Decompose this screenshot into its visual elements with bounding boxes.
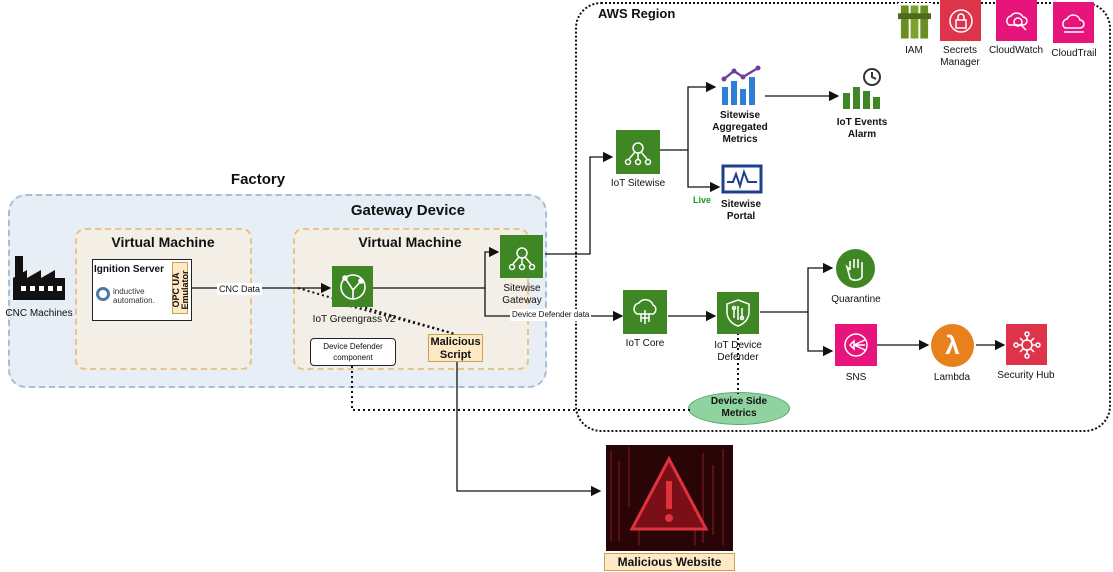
iot-events-alarm-icon (843, 68, 881, 109)
edge-sitewise-portal (687, 150, 721, 193)
malicious-script-box: Malicious Script (428, 334, 483, 362)
aggregated-metrics-icon (721, 65, 761, 105)
iot-sitewise-label: IoT Sitewise (610, 178, 666, 189)
aws-region-frame (575, 2, 1111, 432)
opc-ua-emulator-box: OPC UA Emulator (171, 262, 190, 314)
sns-icon (835, 324, 877, 366)
cloudtrail-icon (1053, 2, 1094, 43)
device-defender-component-label: Device Defender component (323, 342, 383, 362)
device-defender-component-box (310, 338, 396, 366)
lambda-icon: λ (931, 324, 974, 367)
edge-defender-sns (807, 312, 834, 357)
edge-dotted-greengrass-script (349, 305, 456, 335)
iot-core-icon (623, 290, 667, 334)
iot-sitewise-icon (616, 130, 660, 174)
security-hub-icon (1006, 324, 1047, 365)
aws-region-title: AWS Region (598, 6, 676, 21)
aggregated-metrics-label: Sitewise Aggregated Metrics (712, 110, 768, 145)
iam-label: IAM (905, 45, 923, 56)
quarantine-label: Quarantine (831, 294, 881, 305)
edge-sitewise-aggregated (660, 81, 717, 151)
sns-label: SNS (845, 372, 867, 383)
malicious-website-image (606, 445, 733, 551)
vm-title-2: Virtual Machine (358, 234, 462, 250)
iot-core-label: IoT Core (625, 338, 665, 349)
greengrass-label: IoT Greengrass v2 (312, 314, 396, 325)
malicious-website-label-box: Malicious Website (604, 553, 735, 571)
edge-defender-quarantine (760, 262, 834, 313)
iot-events-alarm-label: IoT Events Alarm (836, 117, 888, 140)
cloudtrail-label: CloudTrail (1051, 48, 1097, 59)
sitewise-gateway-icon (500, 235, 543, 278)
edge-greengrass-sitewise-gateway (373, 246, 500, 289)
security-hub-label: Security Hub (997, 370, 1055, 381)
iot-device-defender-label: IoT Device Defender (714, 340, 762, 363)
edge-dotted-component-metrics (351, 366, 690, 411)
live-label: Live (693, 195, 712, 205)
sitewise-portal-label: Sitewise Portal (720, 199, 762, 222)
inductive-logo-icon (96, 287, 110, 301)
factory-title: Factory (230, 171, 286, 188)
ignition-server-label: Ignition Server (94, 264, 165, 275)
sitewise-portal-icon (721, 164, 763, 194)
device-defender-data-label: Device Defender data (510, 309, 592, 321)
cloudwatch-icon (996, 0, 1037, 41)
quarantine-hand-icon (836, 249, 875, 288)
edge-dotted-cnc-script (297, 287, 456, 335)
secrets-manager-icon (940, 0, 981, 41)
malicious-script-label: Malicious Script (430, 336, 481, 361)
sitewise-gateway-label: Sitewise Gateway (502, 283, 542, 306)
cnc-data-label: CNC Data (217, 283, 263, 295)
secrets-manager-label: Secrets Manager (940, 45, 980, 68)
iot-device-defender-icon (717, 292, 759, 334)
lambda-label: Lambda (933, 372, 971, 383)
device-side-metrics-label: Device Side Metrics (710, 396, 768, 419)
vm-title-1: Virtual Machine (111, 234, 215, 250)
edge-gateway-iot-sitewise (545, 151, 614, 255)
inductive-logo-text: inductive automation. (113, 287, 155, 305)
factory-icon (13, 256, 65, 300)
cloudwatch-label: CloudWatch (988, 45, 1044, 56)
iam-icon (898, 3, 931, 41)
malicious-website-label: Malicious Website (617, 555, 722, 569)
cnc-machines-label: CNC Machines (5, 308, 73, 319)
gateway-device-title: Gateway Device (350, 202, 466, 219)
edge-script-website (456, 362, 602, 497)
device-side-metrics-ellipse (688, 392, 790, 425)
greengrass-icon (332, 266, 373, 307)
